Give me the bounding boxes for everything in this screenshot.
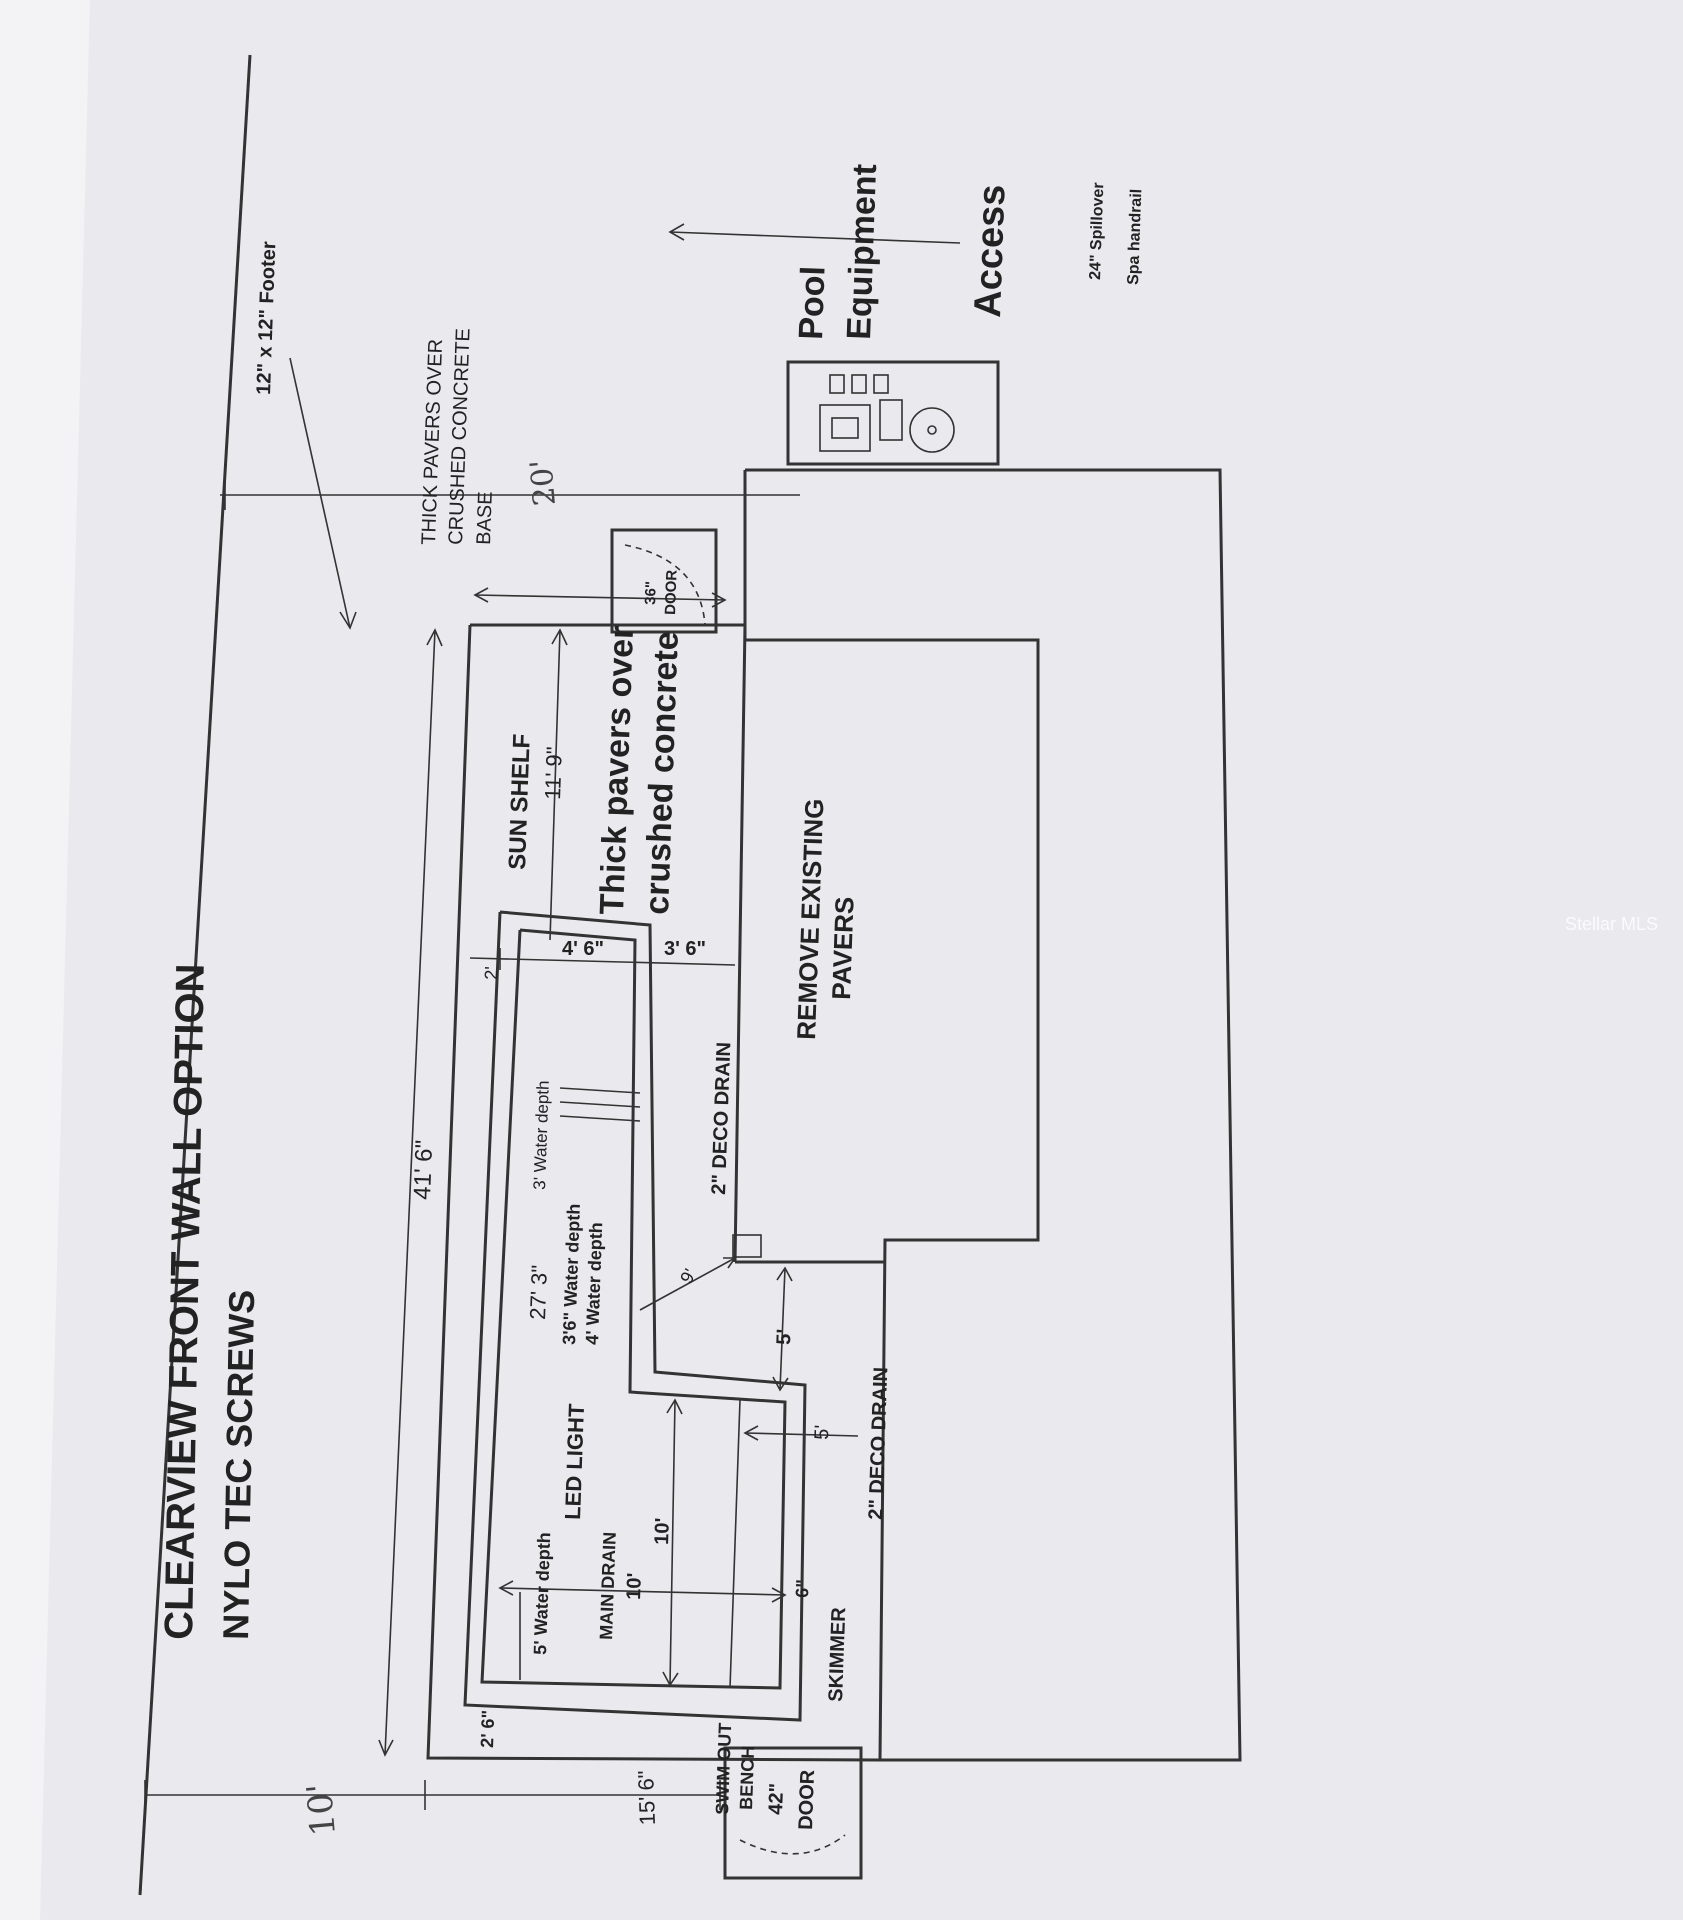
equipment-valve: [851, 374, 867, 394]
dim-line-41-6: [384, 629, 436, 1756]
water-depth-5: 5' Water depth: [530, 1532, 554, 1655]
deck-right: [733, 624, 747, 1263]
corner-notch: [732, 1234, 762, 1258]
door-36-swing: [624, 544, 706, 626]
dim-2-top: 2': [481, 966, 501, 980]
shelf-step-2: [559, 1101, 641, 1108]
arrow-head: [776, 1266, 793, 1282]
equipment-pad: [786, 360, 1000, 466]
arrow-head: [743, 1425, 759, 1441]
handwritten-20: 20': [524, 458, 563, 507]
watermark: Stellar MLS: [1565, 914, 1658, 934]
equipment-pump: [879, 399, 903, 441]
dim-5b-line: [744, 1432, 859, 1437]
pool-equipment-line-1: Pool: [792, 265, 833, 340]
spa-divider: [729, 1399, 741, 1689]
door-42: [723, 1746, 863, 1880]
bench-label: BENCH: [736, 1745, 758, 1810]
equipment-heater: [909, 407, 955, 453]
deco-drain-1: 2" DECO DRAIN: [708, 1042, 735, 1196]
dim-10-b: 10': [623, 1572, 646, 1600]
dim-5-b: 5': [811, 1424, 834, 1440]
pavers-base-line-3: BASE: [473, 491, 497, 545]
pool-outline: [463, 910, 807, 1722]
dim-4-6: 4' 6": [562, 938, 604, 960]
arrow-head: [426, 628, 443, 647]
door-36-size: 36": [642, 581, 660, 605]
remove-pavers-area: [743, 468, 1242, 1762]
shelf-step-1: [559, 1087, 641, 1094]
dim-5: 5': [773, 1329, 796, 1346]
arrow-head: [498, 1580, 514, 1596]
footer-pointer: [289, 357, 351, 629]
swim-out-label: SWIM OUT: [712, 1722, 735, 1815]
led-light-label: LED LIGHT: [560, 1403, 589, 1520]
dim-9-line: [639, 1257, 736, 1311]
door-dim-line: [474, 594, 726, 601]
dim-2-6: 2' 6": [477, 1710, 498, 1749]
dim-3-6: 3' 6": [664, 938, 706, 960]
water-depth-3-6: 3'6" Water depth: [559, 1203, 584, 1345]
door-42-swing: [739, 1834, 846, 1855]
door-42-word: DOOR: [795, 1769, 819, 1830]
door-36: [610, 528, 718, 634]
footer-label: 12" x 12" Footer: [253, 241, 280, 395]
arrow-head: [473, 587, 489, 603]
door-36-word: DOOR: [662, 569, 681, 615]
remove-pavers-line-2: PAVERS: [826, 896, 860, 1000]
arrow-head: [771, 1587, 787, 1603]
deco-drain-2: 2" DECO DRAIN: [865, 1367, 892, 1521]
water-depth-4: 4' Water depth: [582, 1222, 606, 1345]
paper-edge-shade: [0, 0, 90, 1920]
property-line: [138, 54, 252, 1896]
skimmer-label: SKIMMER: [825, 1606, 850, 1702]
title-line-2: NYLO TEC SCREWS: [215, 1289, 262, 1640]
equipment-valve: [873, 374, 889, 394]
spillover-label: 24" Spillover: [1087, 182, 1107, 280]
shelf-step-3: [559, 1115, 641, 1122]
equipment-heater-center: [927, 425, 937, 435]
pool-equipment-line-2: Equipment: [840, 163, 884, 340]
door-42-size: 42": [765, 1783, 788, 1815]
handwritten-10: 10': [300, 1782, 344, 1838]
dim-10-a: 10': [651, 1517, 674, 1545]
dim-5-line: [779, 1267, 786, 1391]
arrow-head: [551, 628, 568, 646]
main-drain-label: MAIN DRAIN: [596, 1532, 620, 1641]
arrow-head: [378, 1739, 394, 1757]
dim-row-shelf: [469, 957, 736, 966]
dim-10-horizontal: [499, 1587, 786, 1596]
arrow-head: [723, 1257, 737, 1269]
equipment-valve: [829, 374, 845, 394]
sun-shelf-dim-line: [549, 629, 561, 941]
width-15-6-dim: 15' 6": [633, 1770, 660, 1826]
pool-inner-outline: [480, 928, 787, 1690]
overall-length-dim: 41' 6": [409, 1139, 438, 1200]
arrow-head: [711, 592, 727, 608]
equipment-filter: [819, 404, 871, 452]
deck-left: [426, 624, 881, 1762]
spa-handrail-label: Spa handrail: [1125, 189, 1145, 286]
water-depth-3: 3' Water depth: [530, 1080, 553, 1190]
dim-10-vertical: [669, 1399, 676, 1686]
arrow-head: [662, 1671, 679, 1687]
pool-length-dim: 27' 3": [525, 1265, 552, 1321]
dim-6: 6": [792, 1579, 813, 1598]
arrow-head: [339, 611, 357, 630]
access-label: Access: [967, 184, 1014, 319]
arrow-head: [666, 1398, 683, 1415]
sun-shelf-dim: 11' 9": [540, 746, 567, 800]
arrow-head: [668, 223, 685, 241]
arrow-head: [772, 1376, 789, 1392]
sun-shelf-label: SUN SHELF: [504, 733, 536, 870]
equipment-arrow: [669, 231, 961, 244]
equipment-filter-inner: [831, 417, 859, 439]
